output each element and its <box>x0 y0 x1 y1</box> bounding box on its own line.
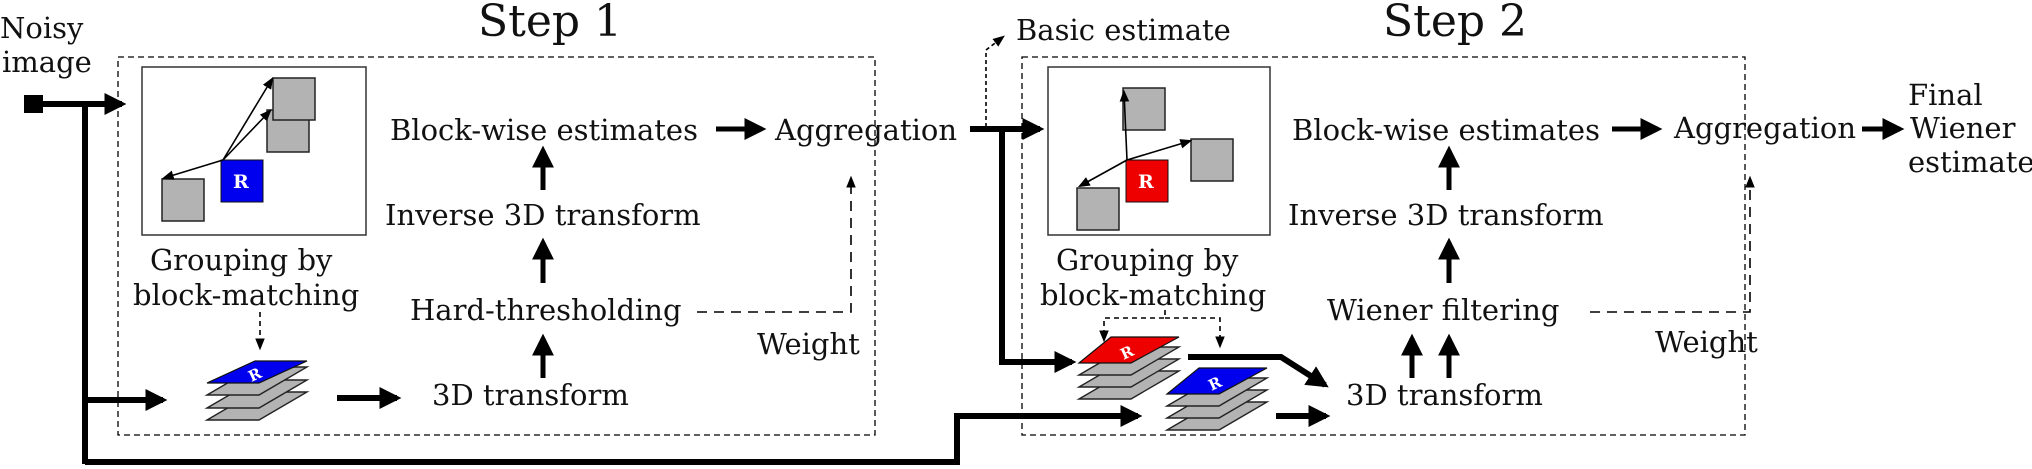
reference-block-letter: R <box>233 171 249 193</box>
step2-node-filter: Wiener filtering <box>1327 293 1559 327</box>
matched-block <box>1190 138 1234 182</box>
step1-weight-label: Weight <box>757 327 860 361</box>
input-node-square <box>24 95 43 113</box>
step1-box <box>117 56 876 436</box>
output-label-line1: Final <box>1908 78 1983 112</box>
step1-title: Step 1 <box>478 0 622 47</box>
step1-node-inverse: Inverse 3D transform <box>385 198 701 232</box>
matched-block <box>161 178 205 222</box>
step1-weight-arrow <box>697 175 856 313</box>
step2-node-estimates: Block-wise estimates <box>1292 113 1600 147</box>
step2-basic-estimate-stack: R <box>1076 336 1182 400</box>
step2-node-aggregation: Aggregation <box>1673 111 1856 145</box>
stack-reference-block <box>206 360 308 384</box>
step2-box <box>1021 56 1746 436</box>
arrow-input-to-stack2-noisy <box>85 405 1143 465</box>
step1-block-stack: R <box>204 360 310 421</box>
input-label-line1: Noisy <box>0 11 84 45</box>
matched-block <box>272 77 316 121</box>
reference-block <box>1125 159 1169 203</box>
step2-grouping-illustration: R <box>1047 66 1271 236</box>
step2-title: Step 2 <box>1383 0 1527 47</box>
step2-grouping-label-line1: Grouping by <box>1056 243 1239 277</box>
step2-grouping-label-line2: block-matching <box>1040 278 1266 312</box>
matched-block <box>1122 87 1166 131</box>
input-label-line2: image <box>2 45 92 79</box>
basic-estimate-label: Basic estimate <box>1016 13 1231 47</box>
step1-node-estimates: Block-wise estimates <box>390 113 698 147</box>
step1-node-filter: Hard-thresholding <box>410 293 682 327</box>
step1-grouping-label-line2: block-matching <box>133 278 359 312</box>
stack-reference-block <box>1165 367 1268 395</box>
step2-node-transform: 3D transform <box>1346 378 1543 412</box>
step1-grouping-label-line1: Grouping by <box>150 243 333 277</box>
reference-block-letter: R <box>1138 171 1154 193</box>
reference-block <box>220 159 264 203</box>
output-label-line3: estimate <box>1908 145 2032 179</box>
matched-block <box>1076 187 1120 231</box>
arrow-stack2-basic-to-transform <box>1188 354 1329 388</box>
arrow-basic-estimate-to-stack2 <box>999 129 1077 373</box>
step2-node-inverse: Inverse 3D transform <box>1288 198 1604 232</box>
step2-grouping-to-stack-arrow-right <box>1165 317 1225 349</box>
step1-node-transform: 3D transform <box>432 378 629 412</box>
step2-noisy-stack: R <box>1164 367 1270 431</box>
step2-grouping-to-stack-arrow-left <box>1099 310 1166 343</box>
basic-estimate-output-arrow <box>985 35 1005 127</box>
step2-weight-arrow <box>1590 175 1755 313</box>
stack-reference-block <box>1077 336 1180 364</box>
output-label-line2: Wiener <box>1910 111 2016 145</box>
step1-grouping-illustration: R <box>141 66 367 236</box>
step1-node-aggregation: Aggregation <box>774 113 957 147</box>
step2-weight-label: Weight <box>1655 325 1758 359</box>
